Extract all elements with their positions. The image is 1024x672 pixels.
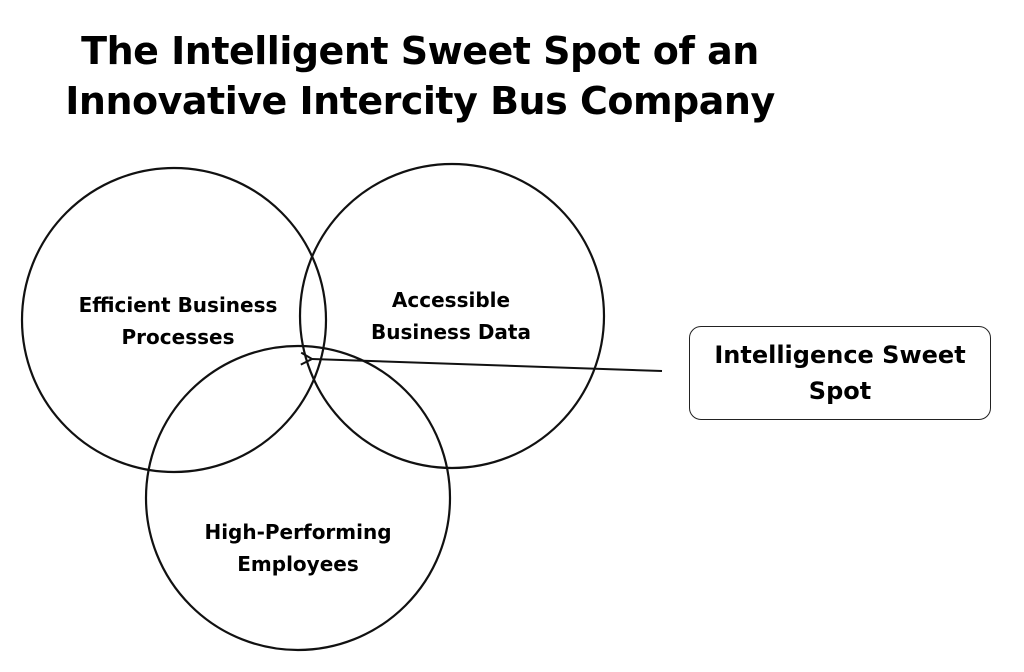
diagram-title: The Intelligent Sweet Spot of an Innovat… (60, 26, 780, 126)
callout-intelligence-sweet-spot: Intelligence Sweet Spot (689, 326, 991, 420)
label-efficient-business-processes: Efficient Business Processes (62, 289, 294, 353)
circle-efficient-business-processes (20, 166, 328, 474)
label-high-performing-line-1: High-Performing (204, 520, 392, 544)
circle-high-performing-employees (144, 344, 452, 652)
label-high-performing-line-2: Employees (237, 552, 359, 576)
label-accessible-business-data: Accessible Business Data (346, 284, 556, 348)
label-accessible-line-2: Business Data (371, 320, 531, 344)
title-line-1: The Intelligent Sweet Spot of an (81, 29, 759, 73)
label-accessible-line-1: Accessible (391, 288, 511, 312)
label-efficient-line-1: Efficient Business (78, 293, 278, 317)
label-high-performing-employees: High-Performing Employees (188, 516, 408, 580)
callout-line-1: Intelligence Sweet (714, 341, 966, 369)
callout-arrow (312, 359, 663, 372)
circle-accessible-business-data (298, 162, 606, 470)
label-efficient-line-2: Processes (121, 325, 235, 349)
callout-line-2: Spot (808, 377, 872, 405)
title-line-2: Innovative Intercity Bus Company (65, 79, 775, 123)
